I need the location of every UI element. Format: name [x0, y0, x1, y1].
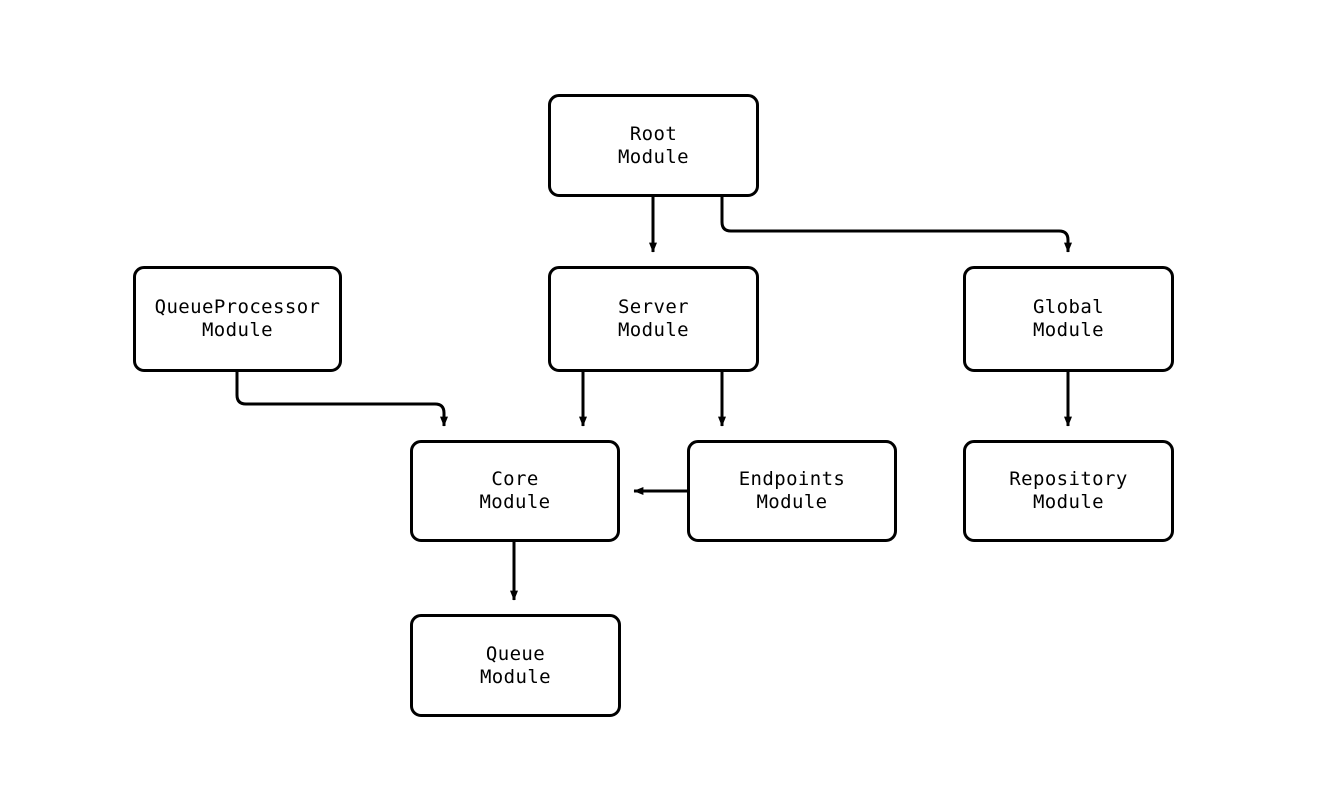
node-endpoints[interactable]: Endpoints Module	[687, 440, 897, 542]
node-root-line1: Root	[629, 122, 678, 145]
node-repository[interactable]: Repository Module	[963, 440, 1174, 542]
node-core-line2: Module	[479, 491, 551, 513]
node-global-line2: Module	[1032, 319, 1105, 341]
node-global[interactable]: Global Module	[963, 266, 1174, 372]
node-endpoints-line1: Endpoints	[738, 468, 846, 490]
node-queue[interactable]: Queue Module	[410, 614, 621, 717]
node-queue-line1: Queue	[485, 642, 546, 665]
node-server-line2: Module	[617, 319, 690, 341]
node-repository-line2: Module	[1032, 491, 1105, 513]
node-queue-line2: Module	[479, 665, 552, 688]
node-queueprocessor[interactable]: QueueProcessor Module	[133, 266, 342, 372]
node-global-line1: Global	[1032, 296, 1105, 318]
node-queueprocessor-line2: Module	[201, 319, 274, 341]
node-root-line2: Module	[617, 145, 690, 168]
node-core[interactable]: Core Module	[410, 440, 620, 542]
node-repository-line1: Repository	[1009, 468, 1128, 490]
edge-queueprocessor-to-core	[235, 372, 448, 427]
node-server-line1: Server	[617, 296, 690, 318]
node-endpoints-line2: Module	[756, 491, 828, 513]
node-core-line1: Core	[491, 468, 539, 490]
node-queueprocessor-line1: QueueProcessor	[154, 296, 321, 318]
node-root[interactable]: Root Module	[548, 94, 759, 197]
node-server[interactable]: Server Module	[548, 266, 759, 372]
edge-root-to-global	[720, 197, 1072, 253]
